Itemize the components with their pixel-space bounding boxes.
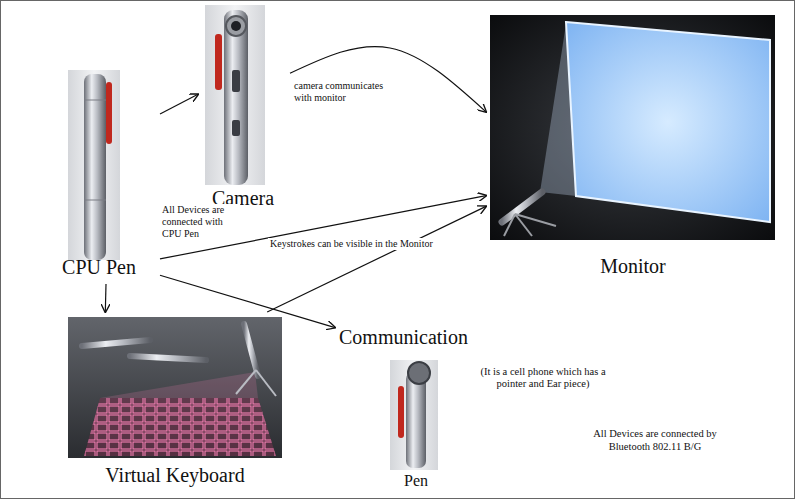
photo-ground xyxy=(390,360,438,470)
lying-pen xyxy=(82,340,150,346)
projector-pen xyxy=(502,192,542,222)
tripod-leg xyxy=(504,214,515,236)
tripod-leg xyxy=(256,370,276,396)
caption: CPU Pen xyxy=(40,256,158,279)
pen-band xyxy=(84,200,106,201)
projected-screen xyxy=(566,22,770,222)
caption: Monitor xyxy=(486,255,780,278)
pen-clip xyxy=(215,34,222,90)
edge-label: camera communicates with monitor xyxy=(292,80,404,104)
photo-ground xyxy=(68,70,120,260)
arrow-connector xyxy=(105,284,107,312)
arrow-connector xyxy=(160,196,486,259)
photo-ground xyxy=(205,5,265,185)
arrow-connector xyxy=(290,47,486,112)
communication-box: Communication (It is a cell phone which h… xyxy=(335,324,613,396)
tripod-leg xyxy=(515,214,556,226)
arrow-connector xyxy=(160,275,335,327)
camera-pen-image: Camera xyxy=(198,4,290,214)
caption: Pen xyxy=(385,472,447,490)
caption: Virtual Keyboard xyxy=(62,464,288,487)
projector-monitor-image: Monitor xyxy=(486,12,782,282)
edge-label: Keystrokes can be visible in the Monitor xyxy=(268,238,472,250)
pen-clip xyxy=(398,386,404,438)
phone-pen-image: Pen xyxy=(385,356,449,494)
projection-beam xyxy=(100,372,258,398)
camera-lens xyxy=(231,21,241,31)
pen-button xyxy=(232,120,240,136)
pen-body xyxy=(224,10,248,185)
pen-body xyxy=(406,372,426,468)
arrow-connector xyxy=(160,94,198,114)
pen-computer-image: CPU Pen xyxy=(40,66,160,284)
heading: Communication xyxy=(339,326,539,349)
virtual-keyboard-image: Virtual Keyboard xyxy=(62,312,290,492)
projector-pen xyxy=(244,324,258,376)
pen-button xyxy=(232,70,240,92)
photo-ground xyxy=(490,15,775,240)
edge-label: All Devices are connected with CPU Pen xyxy=(160,204,240,240)
pen-clip xyxy=(106,82,112,144)
ear-piece xyxy=(408,362,430,384)
keyboard-glow xyxy=(84,398,276,456)
arrow-connector xyxy=(267,206,486,312)
pen-body xyxy=(84,74,106,260)
camera-lens-ring xyxy=(226,16,246,36)
photo-ground xyxy=(68,317,282,458)
tripod-leg xyxy=(236,370,256,394)
pen-band xyxy=(84,100,106,101)
projected-keys xyxy=(84,398,276,456)
note: (It is a cell phone which has a pointer … xyxy=(475,366,611,390)
lying-pen xyxy=(130,356,206,360)
note: All Devices are connected by Bluetooth 8… xyxy=(580,428,730,453)
